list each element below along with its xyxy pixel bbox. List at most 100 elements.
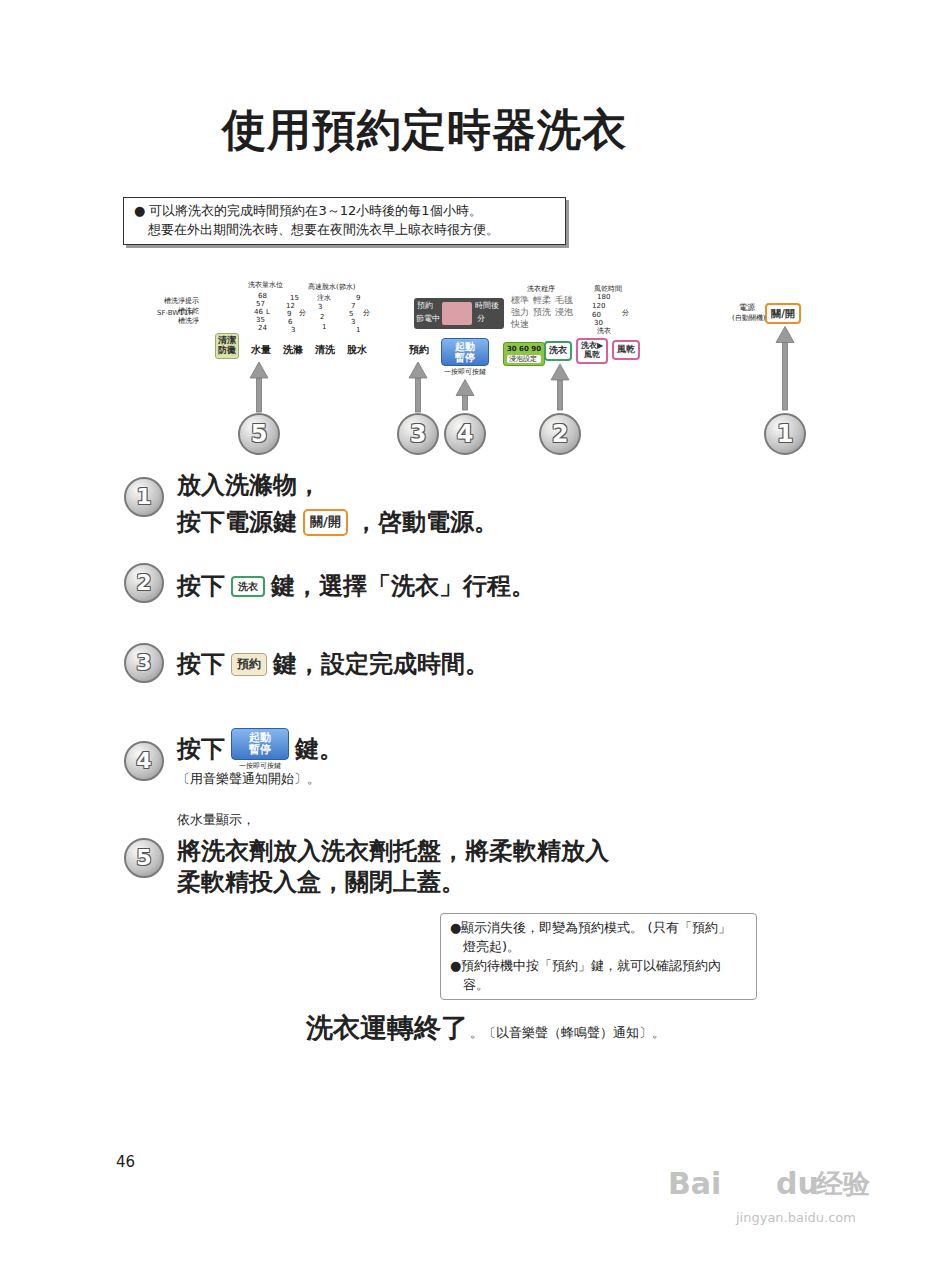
panel-label: 180 bbox=[597, 293, 610, 301]
number-text: 5 bbox=[251, 422, 268, 446]
instruction-text: 鍵，設定完成時間。 bbox=[273, 650, 489, 679]
panel-label: 電源 bbox=[739, 303, 755, 313]
button-label: 關/開 bbox=[310, 515, 341, 529]
panel-label: L bbox=[266, 308, 270, 316]
button-label: 風乾 bbox=[617, 345, 635, 355]
panel-label: 預約 bbox=[409, 344, 429, 356]
callout-number: 5 bbox=[238, 413, 280, 455]
panel-label: 洗衣 bbox=[597, 327, 611, 335]
panel-label: 分 bbox=[622, 309, 629, 317]
watermark: Bai bbox=[668, 1166, 721, 1202]
panel-label: 5 bbox=[349, 310, 353, 318]
step-number: 2 bbox=[124, 563, 164, 603]
number-text: 3 bbox=[136, 652, 151, 674]
panel-label: 槽洗淨提示 bbox=[164, 297, 199, 305]
watermark: 经验 bbox=[816, 1168, 870, 1200]
control-panel: SF-BW11H清潔 防黴預約節電中時間後分起動 暫停一按即可按鍵30 60 9… bbox=[113, 262, 820, 383]
button-label: 起動 暫停 bbox=[248, 732, 272, 756]
callout-number: 2 bbox=[539, 413, 581, 455]
panel-label: 6 bbox=[288, 318, 292, 326]
button-label: 關/開 bbox=[771, 308, 795, 319]
instruction-text: 鍵。 bbox=[295, 735, 343, 764]
panel-label: 預洗 bbox=[533, 307, 551, 318]
wash-dry-button: 洗衣▶ 風乾 bbox=[576, 338, 608, 364]
timer-key-icon: 預約 bbox=[231, 653, 267, 676]
footer-bar bbox=[140, 1163, 862, 1170]
button-caption: 一按即可按鍵 bbox=[444, 367, 486, 377]
soak-button: 30 60 90 浸泡設定 bbox=[503, 342, 545, 367]
callout-arrow bbox=[551, 364, 569, 410]
panel-label: 洗滌 bbox=[283, 344, 303, 356]
number-text: 1 bbox=[777, 422, 794, 446]
panel-label: 9 bbox=[287, 310, 291, 318]
crop-marks bbox=[20, 25, 913, 1255]
panel-label: (自動關機) bbox=[732, 314, 765, 322]
number-text: 1 bbox=[136, 486, 151, 508]
number-text: 2 bbox=[552, 422, 569, 446]
panel-label: 57 bbox=[256, 300, 265, 308]
panel-label: 1 bbox=[322, 323, 326, 331]
dry-button: 風乾 bbox=[612, 340, 640, 360]
panel-label: 輕柔 bbox=[533, 295, 551, 306]
soak-label: 30 60 90 bbox=[507, 345, 541, 353]
page-title: 使用預約定時器洗衣 bbox=[222, 104, 627, 157]
callout-number: 1 bbox=[764, 413, 806, 455]
panel-label: 水量 bbox=[251, 344, 271, 356]
display-label: 時間後 bbox=[475, 302, 499, 311]
page-number: 46 bbox=[116, 1153, 135, 1171]
done-arrow bbox=[376, 910, 407, 1006]
button-caption: 一按即可按鍵 bbox=[239, 761, 281, 771]
callout-number: 3 bbox=[397, 413, 439, 455]
panel-label: 標準 bbox=[511, 295, 529, 306]
panel-label: 分 bbox=[363, 309, 370, 317]
button-label: 預約 bbox=[237, 658, 261, 671]
display-label: 預約 bbox=[417, 302, 433, 311]
number-text: 4 bbox=[457, 422, 474, 446]
panel-label: 60 bbox=[592, 311, 601, 319]
lcd-window bbox=[442, 302, 472, 325]
power-key-icon: 關/開 bbox=[303, 509, 348, 535]
panel-label: 24 bbox=[258, 324, 267, 332]
panel-label: 30 bbox=[594, 319, 603, 327]
display-label: 節電中 bbox=[416, 315, 440, 324]
callout-number: 4 bbox=[444, 413, 486, 455]
standby-note: ●顯示消失後，即變為預約模式。 (只有「預約」燈亮起)。●預約待機中按「預約」鍵… bbox=[440, 913, 757, 1000]
watermark: jingyan.baidu.com bbox=[736, 1210, 856, 1226]
panel-label: 46 bbox=[254, 308, 263, 316]
callout-arrow bbox=[456, 380, 474, 411]
note-text: ●預約待機中按「預約」鍵，就可以確認預約內容。 bbox=[463, 957, 746, 995]
start-button-face: 起動 暫停 bbox=[231, 728, 289, 760]
display-label: 分 bbox=[477, 315, 485, 324]
number-text: 3 bbox=[410, 422, 427, 446]
panel-label: 120 bbox=[592, 302, 605, 310]
instruction-text: 〔用音樂聲通知開始〕。 bbox=[177, 771, 320, 787]
panel-label: 68 bbox=[258, 292, 267, 300]
watermark: du bbox=[776, 1166, 819, 1202]
panel-label: 脫水 bbox=[347, 344, 367, 356]
panel-label: 風乾時間 bbox=[594, 285, 622, 293]
panel-label: 注水 bbox=[317, 294, 331, 302]
panel-label: 1 bbox=[356, 326, 360, 334]
panel-label: 高速脫水(節水) bbox=[308, 283, 355, 291]
number-text: 4 bbox=[136, 750, 151, 772]
panel-label: 浸泡 bbox=[555, 307, 573, 318]
panel-label: 9 bbox=[356, 294, 360, 302]
clean-button: 清潔 防黴 bbox=[215, 333, 239, 359]
instruction-text: ，啓動電源。 bbox=[354, 508, 498, 537]
instruction-text: 依水量顯示， bbox=[177, 812, 255, 828]
instruction-text: 按下電源鍵 bbox=[177, 508, 297, 537]
instruction-text: 按下 bbox=[177, 572, 225, 601]
button-label: 洗衣 bbox=[238, 581, 258, 592]
number-text: 2 bbox=[136, 572, 151, 594]
button-label: 洗衣▶ 風乾 bbox=[579, 342, 605, 360]
panel-label: 3 bbox=[351, 318, 355, 326]
instruction-text: 。〔以音樂聲（蜂鳴聲）通知〕。 bbox=[470, 1025, 665, 1041]
instruction-text: 洗衣運轉終了 bbox=[306, 1012, 468, 1044]
panel-label: 分 bbox=[299, 309, 306, 317]
soak-label: 浸泡設定 bbox=[507, 355, 541, 363]
watermark-paw bbox=[740, 1159, 776, 1197]
button-label: 起動 暫停 bbox=[454, 341, 476, 363]
panel-label: 洗衣程序 bbox=[527, 285, 555, 293]
